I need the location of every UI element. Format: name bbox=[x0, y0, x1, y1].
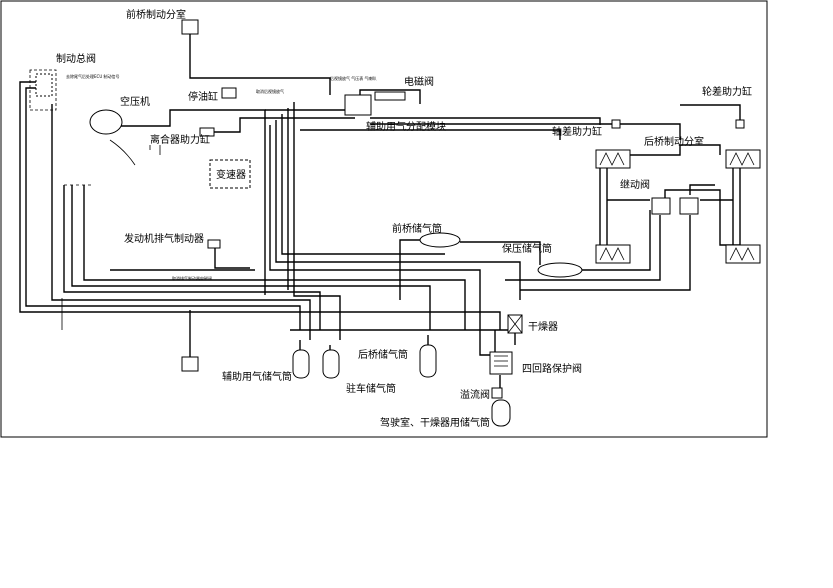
label-exhaust-brake: 发动机排气制动器 bbox=[124, 232, 204, 245]
label-four-circuit: 四回路保护阀 bbox=[522, 362, 582, 375]
park-tank-shape bbox=[322, 349, 340, 379]
label-front-brake: 前桥制动分室 bbox=[126, 8, 186, 21]
rear-tank-shape bbox=[419, 344, 437, 378]
label-relay: 继动阀 bbox=[620, 178, 650, 191]
label-solenoid: 电磁阀 bbox=[404, 75, 434, 88]
pressure-tank-shape bbox=[537, 262, 583, 278]
brake-valve-shape bbox=[35, 73, 53, 97]
exhaust-brake-shape bbox=[207, 239, 221, 249]
label-front-tank: 前桥储气筒 bbox=[392, 222, 442, 235]
overflow-shape bbox=[491, 387, 503, 399]
cab-tank-shape bbox=[491, 399, 511, 427]
aux-tank-shape bbox=[292, 349, 310, 379]
four-circuit-shape bbox=[489, 351, 513, 375]
label-tiny-module: 后视镜放气 气压表 气喇叭 bbox=[330, 75, 377, 81]
front-tank-shape bbox=[419, 232, 461, 248]
aux-module-shape bbox=[344, 94, 372, 116]
label-park-tank: 驻车储气筒 bbox=[346, 382, 396, 395]
label-pressure-tank: 保压储气筒 bbox=[502, 242, 552, 255]
wheel-diff-shape bbox=[735, 119, 745, 129]
label-tiny-exh: 取消排气制动器电磁阀 bbox=[172, 275, 212, 281]
front-brake-chamber bbox=[181, 19, 199, 35]
rear-brake-chambers bbox=[595, 149, 761, 264]
label-gearbox: 变速器 bbox=[216, 168, 246, 181]
label-note-left: 去除尾气后处理ECU 制动信号 bbox=[66, 73, 120, 79]
label-dryer: 干燥器 bbox=[528, 321, 558, 333]
label-tiny-sol: 取消后视镜放气 bbox=[256, 88, 284, 94]
gearbox-shape bbox=[209, 159, 251, 189]
label-compressor: 空压机 bbox=[120, 95, 150, 108]
solenoid-shape bbox=[374, 91, 406, 101]
diagram-border bbox=[0, 0, 768, 438]
label-clutch: 离合器助力缸 bbox=[150, 133, 210, 146]
label-rear-brake: 后桥制动分室 bbox=[644, 135, 704, 148]
relay-valve-left bbox=[651, 197, 671, 215]
label-aux-module: 辅助用气分配模块 bbox=[366, 120, 446, 133]
label-rear-tank: 后桥储气筒 bbox=[358, 348, 408, 361]
axle-diff-shape bbox=[611, 119, 621, 129]
label-brake-valve: 制动总阀 bbox=[56, 52, 96, 65]
compressor-shape bbox=[89, 109, 123, 135]
label-wheel-diff: 轮差助力缸 bbox=[702, 85, 752, 98]
pipe-network bbox=[19, 28, 741, 395]
label-axle-diff: 轴差助力缸 bbox=[552, 125, 602, 138]
oil-cylinder-shape bbox=[221, 87, 237, 99]
label-aux-tank: 辅助用气储气筒 bbox=[222, 370, 292, 383]
label-cab-tank: 驾驶室、干燥器用储气筒 bbox=[380, 416, 490, 429]
clutch-booster-shape bbox=[199, 127, 215, 137]
detail-lines bbox=[29, 69, 161, 330]
lower-brake-chamber bbox=[181, 356, 199, 372]
label-oil-cyl: 停油缸 bbox=[188, 90, 218, 103]
relay-valve-right bbox=[679, 197, 699, 215]
label-overflow: 溢流阀 bbox=[460, 388, 490, 401]
